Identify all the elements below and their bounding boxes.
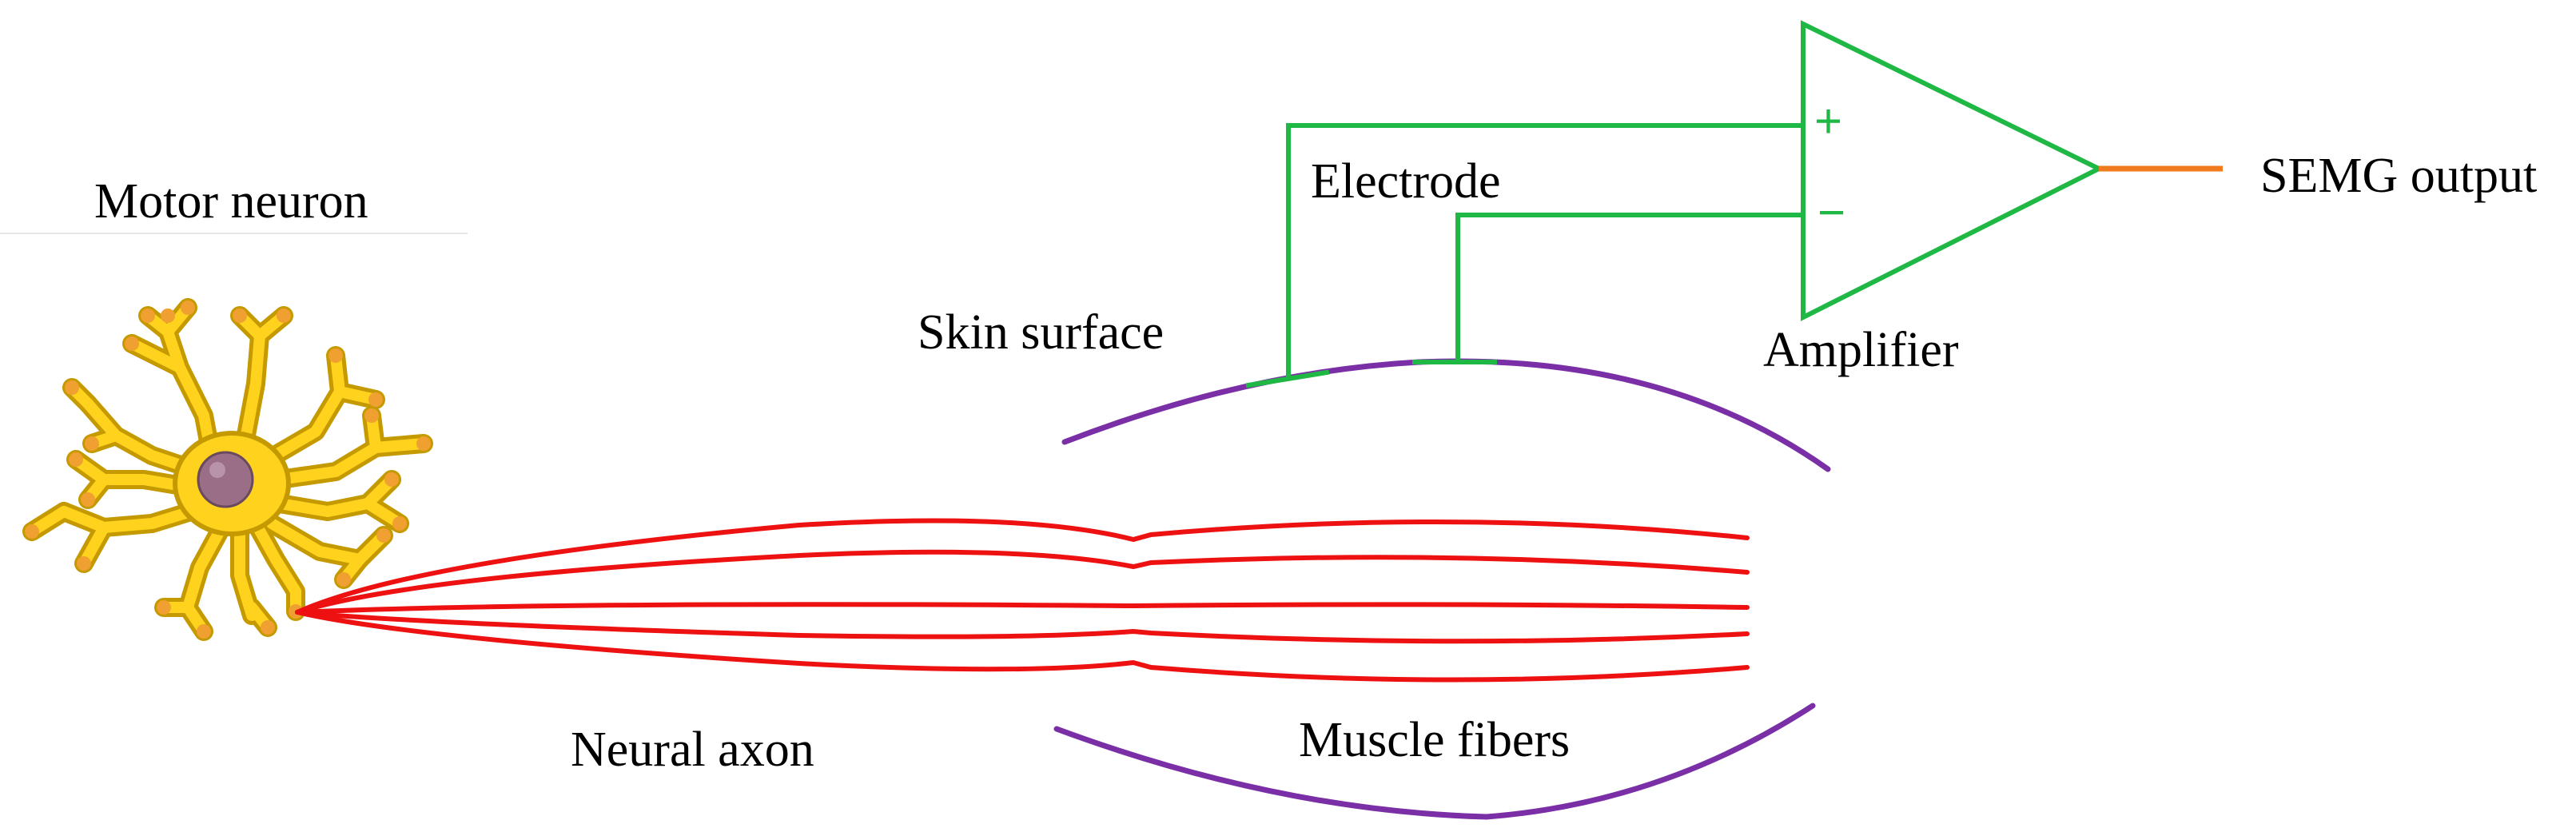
amplifier-triangle	[1801, 20, 2104, 321]
fiber-1	[295, 518, 1750, 615]
semg-output-label: SEMG output	[2260, 149, 2537, 203]
fiber-3	[295, 602, 1750, 615]
fiber-4	[295, 610, 1750, 644]
fiber-2	[295, 549, 1750, 615]
motor-neuron-illustration	[22, 298, 433, 641]
skin-surface-label: Skin surface	[918, 305, 1164, 360]
amplifier-label: Amplifier	[1763, 323, 1959, 377]
amplifier-plus-sign: +	[1814, 94, 1842, 148]
neural-axon-label: Neural axon	[571, 723, 814, 777]
electrode-label: Electrode	[1311, 154, 1501, 209]
amplifier-minus-sign: −	[1818, 185, 1845, 239]
electrode-2-wire	[1455, 213, 1806, 364]
muscle-fibers-label: Muscle fibers	[1299, 713, 1570, 767]
neuron-nucleus	[197, 451, 254, 508]
fiber-5	[295, 610, 1750, 683]
skin-surface-line	[1061, 358, 1831, 472]
dendrite-tips	[25, 301, 431, 639]
electrode-1-wire	[1286, 123, 1806, 380]
muscle-lower-boundary	[1053, 703, 1816, 820]
muscle-fibers-bundle	[295, 518, 1750, 683]
motor-neuron-label: Motor neuron	[94, 174, 368, 229]
electrode-circuit	[1245, 20, 2104, 388]
